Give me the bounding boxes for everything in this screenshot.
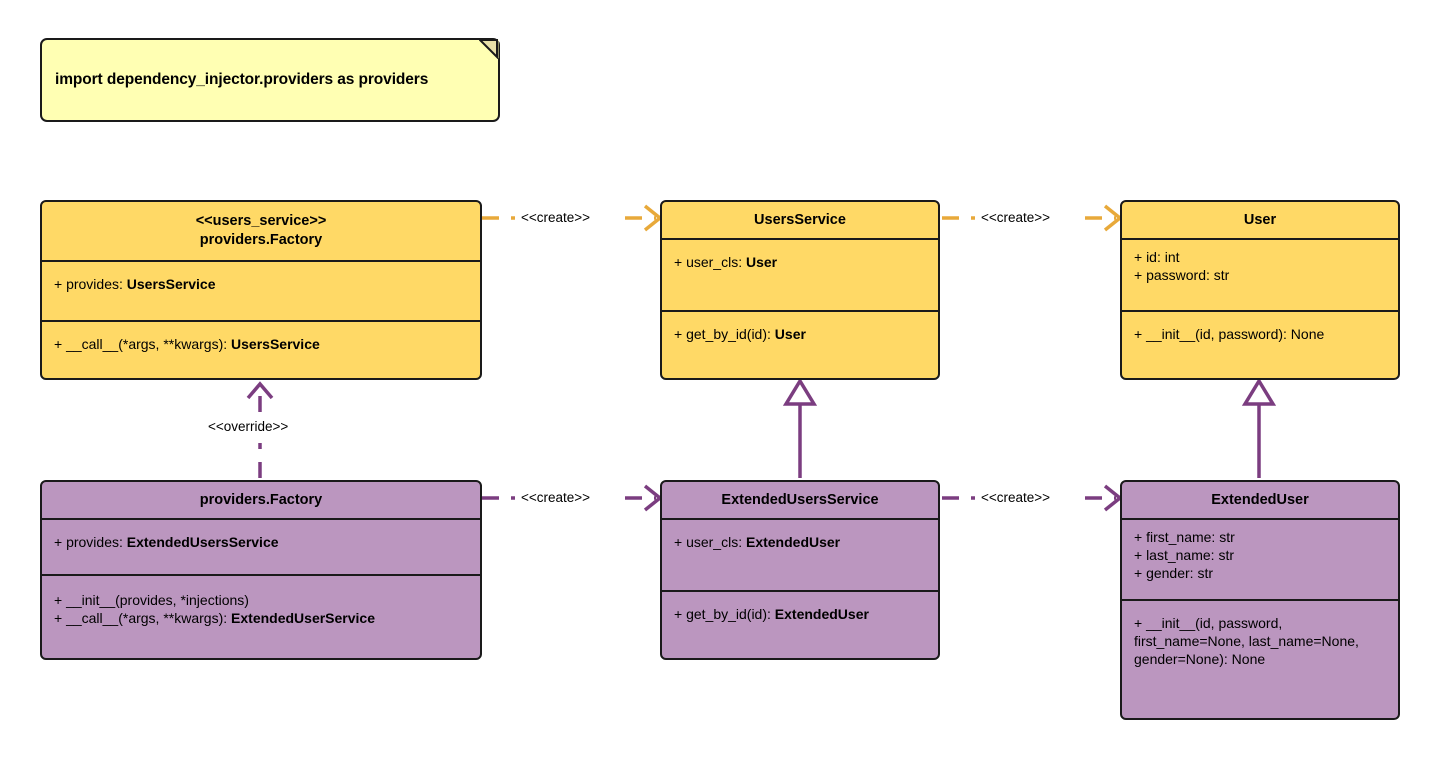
method-return-type: ExtendedUserService — [231, 609, 375, 626]
attribute-text: + last_name: str — [1134, 546, 1234, 563]
note-text: import dependency_injector.providers as … — [55, 71, 429, 88]
class-attributes: + first_name: str + last_name: str + gen… — [1122, 518, 1398, 599]
class-name: ExtendedUsersService — [721, 491, 879, 508]
class-attribute: + provides: ExtendedUsersService — [54, 534, 470, 552]
method-return-type: UsersService — [231, 336, 320, 352]
class-attributes: + provides: ExtendedUsersService — [42, 518, 480, 574]
class-header: UsersService — [662, 202, 938, 238]
class-attribute: + user_cls: User — [674, 254, 928, 272]
class-methods: + __init__(provides, *injections) + __ca… — [42, 574, 480, 658]
method-text: + __init__(id, password): None — [1134, 326, 1325, 342]
class-method: + __init__(id, password): None — [1134, 326, 1388, 344]
edge-label-create-top-left: <<create>> — [518, 211, 594, 225]
class-name: providers.Factory — [199, 232, 323, 248]
method-text: + get_by_id(id): — [674, 326, 775, 342]
class-method: + get_by_id(id): User — [674, 326, 928, 344]
class-header: ExtendedUsersService — [662, 482, 938, 518]
method-return-type: User — [774, 326, 806, 342]
class-methods: + __init__(id, password, first_name=None… — [1122, 599, 1398, 718]
class-stereotype: <<users_service>> — [195, 213, 327, 230]
class-name: providers.Factory — [199, 491, 323, 508]
edge-generalization-service — [782, 377, 818, 478]
class-attributes: + id: int + password: str — [1122, 238, 1398, 310]
class-user[interactable]: User + id: int + password: str + __init_… — [1120, 200, 1400, 380]
class-header: <<users_service>> providers.Factory — [42, 202, 480, 260]
class-attributes: + user_cls: User — [662, 238, 938, 310]
class-attribute: + gender: str — [1134, 565, 1388, 583]
class-name: User — [1243, 211, 1277, 228]
attribute-type: User — [745, 254, 778, 270]
edge-label-override: <<override>> — [205, 420, 292, 434]
class-method: + get_by_id(id): ExtendedUser — [674, 606, 928, 624]
class-attribute: + user_cls: ExtendedUser — [674, 534, 928, 552]
attribute-type: ExtendedUsersService — [126, 534, 279, 550]
attribute-text: + provides: — [54, 276, 127, 292]
class-methods: + get_by_id(id): ExtendedUser — [662, 590, 938, 658]
class-methods: + get_by_id(id): User — [662, 310, 938, 378]
class-users-service[interactable]: UsersService + user_cls: User + get_by_i… — [660, 200, 940, 380]
note-fold-icon — [479, 39, 499, 59]
attribute-text: + first_name: str — [1134, 529, 1235, 545]
attribute-text: + user_cls: — [674, 254, 746, 270]
method-text: + __call__(*args, **kwargs): — [54, 609, 232, 626]
class-attribute: + id: int — [1134, 249, 1388, 267]
edge-label-create-bottom-right: <<create>> — [978, 491, 1054, 505]
class-name: ExtendedUser — [1211, 491, 1309, 508]
class-header: User — [1122, 202, 1398, 238]
method-return-type: ExtendedUser — [774, 606, 869, 622]
class-extended-user[interactable]: ExtendedUser + first_name: str + last_na… — [1120, 480, 1400, 720]
attribute-text: + provides: — [54, 534, 127, 550]
method-text: + get_by_id(id): — [674, 606, 775, 622]
attribute-text: + id: int — [1134, 249, 1180, 265]
note-import: import dependency_injector.providers as … — [40, 38, 500, 122]
class-extended-factory[interactable]: providers.Factory + provides: ExtendedUs… — [40, 480, 482, 660]
class-method: + __call__(*args, **kwargs): UsersServic… — [54, 336, 470, 354]
class-header: ExtendedUser — [1122, 482, 1398, 518]
class-header: providers.Factory — [42, 482, 480, 518]
class-users-service-factory[interactable]: <<users_service>> providers.Factory + pr… — [40, 200, 482, 380]
attribute-text: + gender: str — [1134, 564, 1213, 581]
class-attribute: + password: str — [1134, 267, 1388, 285]
method-text: + __init__(id, password, first_name=None… — [1134, 615, 1359, 667]
attribute-text: + password: str — [1134, 266, 1230, 283]
edge-label-create-top-right: <<create>> — [978, 211, 1054, 225]
class-method: + __call__(*args, **kwargs): ExtendedUse… — [54, 610, 470, 628]
class-attributes: + provides: UsersService — [42, 260, 480, 320]
method-text: + __call__(*args, **kwargs): — [54, 336, 232, 352]
class-attribute: + last_name: str — [1134, 547, 1388, 565]
attribute-type: ExtendedUser — [745, 534, 841, 550]
class-attribute: + provides: UsersService — [54, 276, 470, 294]
class-attribute: + first_name: str — [1134, 529, 1388, 547]
class-name: UsersService — [754, 211, 846, 228]
class-methods: + __init__(id, password): None — [1122, 310, 1398, 378]
class-extended-users-service[interactable]: ExtendedUsersService + user_cls: Extende… — [660, 480, 940, 660]
class-method: + __init__(provides, *injections) — [54, 592, 470, 610]
attribute-text: + user_cls: — [674, 534, 746, 550]
class-methods: + __call__(*args, **kwargs): UsersServic… — [42, 320, 480, 378]
method-text: + __init__(provides, *injections) — [54, 592, 249, 608]
class-attributes: + user_cls: ExtendedUser — [662, 518, 938, 590]
edge-generalization-user — [1241, 377, 1277, 478]
attribute-type: UsersService — [126, 276, 216, 292]
class-method: + __init__(id, password, first_name=None… — [1134, 615, 1370, 669]
edge-label-create-bottom-left: <<create>> — [518, 491, 594, 505]
